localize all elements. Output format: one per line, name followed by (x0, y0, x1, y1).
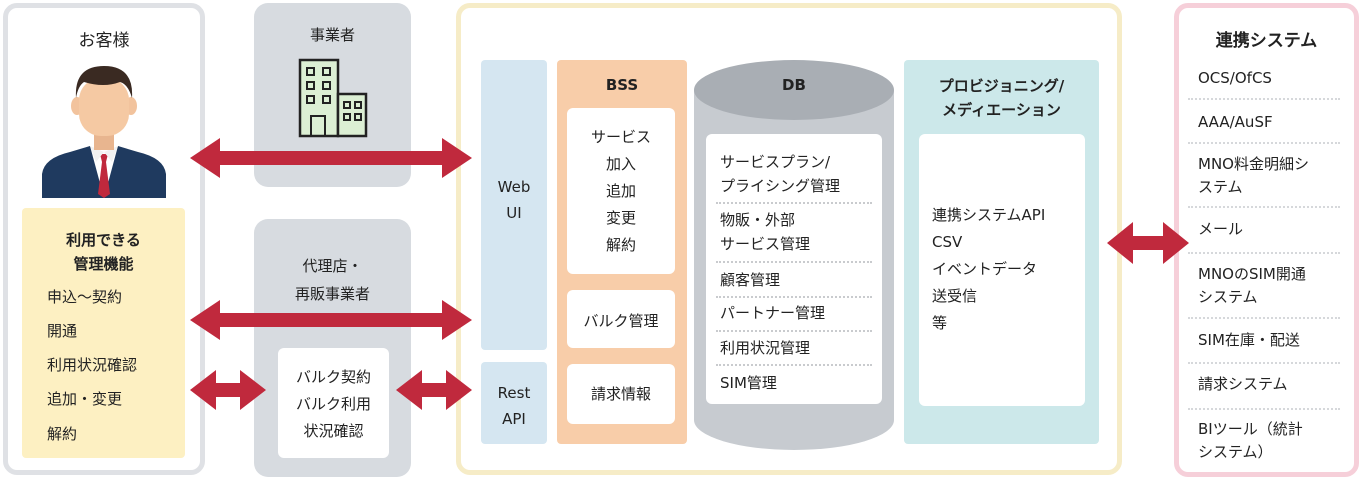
provisioning-item: 等 (932, 314, 948, 332)
webui-line2: UI (506, 204, 522, 222)
bss-service-line: 解約 (605, 236, 636, 254)
bss-bulk-label: バルク管理 (583, 312, 659, 330)
linked-divider (1188, 252, 1340, 254)
features-box (22, 208, 185, 458)
provisioning-item: 送受信 (932, 287, 978, 305)
db-divider (716, 364, 872, 366)
double-arrow-icon (1107, 222, 1189, 264)
db-title: DB (782, 76, 806, 94)
provisioning-card (919, 134, 1085, 406)
linked-systems-title: 連携システム (1215, 31, 1318, 51)
provisioning-title-line1: プロビジョニング/ (938, 77, 1065, 95)
feature-item: 追加・変更 (47, 390, 123, 408)
linked-divider (1188, 317, 1340, 319)
bulk-line1: バルク契約 (295, 368, 371, 386)
db-item: 物販・外部 サービス管理 (720, 208, 870, 256)
bss-service-line: 変更 (605, 209, 636, 227)
linked-system-line: MNOのSIM開通 (1198, 265, 1306, 283)
webui-label: Web UI (481, 174, 547, 226)
db-card (706, 134, 882, 404)
provisioning-item: CSV (932, 233, 963, 251)
linked-system-item: メール (1198, 220, 1244, 238)
linked-divider (1188, 98, 1340, 100)
features-title: 利用できる 管理機能 (22, 228, 185, 276)
linked-divider (1188, 362, 1340, 364)
provider-title: 事業者 (309, 26, 355, 44)
bss-bulk-card (567, 290, 675, 348)
bss-billing-card (567, 364, 675, 424)
agency-title-line1: 代理店・ (302, 257, 363, 275)
db-divider (716, 296, 872, 298)
features-title-line2: 管理機能 (73, 255, 134, 273)
db-item: 利用状況管理 (720, 339, 811, 357)
double-arrow-icon (190, 370, 266, 410)
bulk-line3: 状況確認 (303, 422, 364, 440)
feature-item: 開通 (47, 322, 78, 340)
db-item-line: 物販・外部 (720, 211, 796, 229)
building-icon (298, 58, 368, 138)
linked-system-item: MNO料金明細シ ステム (1198, 153, 1344, 199)
double-arrow-icon (190, 138, 472, 178)
linked-system-item: AAA/AuSF (1198, 113, 1273, 131)
person-icon (42, 66, 166, 198)
linked-system-item: 請求システム (1198, 375, 1288, 393)
linked-system-line: BIツール（統計 (1198, 420, 1303, 438)
linked-system-item: SIM在庫・配送 (1198, 331, 1300, 349)
feature-item: 申込～契約 (47, 288, 123, 306)
provisioning-title-line2: メディエーション (942, 101, 1061, 119)
linked-divider (1188, 142, 1340, 144)
bulk-box (278, 348, 389, 458)
customer-title: お客様 (78, 31, 130, 51)
bss-service-line: サービス (590, 128, 651, 146)
db-item: パートナー管理 (720, 304, 826, 322)
agency-title-line2: 再販事業者 (294, 285, 370, 303)
db-item: SIM管理 (720, 374, 777, 392)
rest-line2: API (502, 410, 526, 428)
bss-service-card (567, 108, 675, 274)
db-divider (716, 261, 872, 263)
linked-system-item: MNOのSIM開通 システム (1198, 263, 1344, 309)
restapi-label: Rest API (481, 380, 547, 432)
linked-system-item: OCS/OfCS (1198, 69, 1272, 87)
double-arrow-icon (396, 370, 472, 410)
provisioning-item: 連携システムAPI (932, 206, 1046, 224)
bss-service-line: 加入 (605, 155, 636, 173)
db-divider (716, 330, 872, 332)
webui-line1: Web (497, 178, 531, 196)
double-arrow-icon (190, 300, 472, 340)
linked-system-line: システム） (1198, 443, 1273, 461)
db-item-line: サービスプラン/ (720, 153, 831, 171)
rest-line1: Rest (497, 384, 531, 402)
linked-divider (1188, 206, 1340, 208)
agency-title: 代理店・ 再販事業者 (254, 252, 411, 308)
db-item-line: プライシング管理 (720, 177, 841, 195)
feature-item: 解約 (47, 425, 78, 443)
features-title-line1: 利用できる (66, 231, 141, 249)
linked-system-item: BIツール（統計 システム） (1198, 418, 1344, 464)
feature-item: 利用状況確認 (47, 356, 138, 374)
db-item: サービスプラン/ プライシング管理 (720, 150, 870, 198)
linked-system-line: MNO料金明細シ (1198, 155, 1309, 173)
bulk-line2: バルク利用 (295, 395, 371, 413)
db-divider (716, 202, 872, 204)
linked-system-line: ステム (1198, 178, 1243, 196)
bss-service-line: 追加 (605, 182, 636, 200)
db-item: 顧客管理 (720, 271, 781, 289)
webui-box (481, 60, 547, 350)
restapi-box (481, 362, 547, 444)
bulk-text: バルク契約 バルク利用 状況確認 (278, 364, 389, 445)
provisioning-title: プロビジョニング/ メディエーション (904, 74, 1099, 122)
provisioning-item: イベントデータ (932, 260, 1038, 278)
bss-title: BSS (605, 76, 639, 94)
linked-systems-panel (1174, 3, 1359, 477)
db-item-line: サービス管理 (720, 235, 811, 253)
linked-system-line: システム (1198, 288, 1258, 306)
linked-divider (1188, 408, 1340, 410)
provisioning-list: 連携システムAPI CSV イベントデータ 送受信 等 (932, 202, 1082, 337)
bss-billing-label: 請求情報 (590, 385, 651, 403)
bss-service-text: サービス 加入 追加 変更 解約 (567, 124, 675, 259)
